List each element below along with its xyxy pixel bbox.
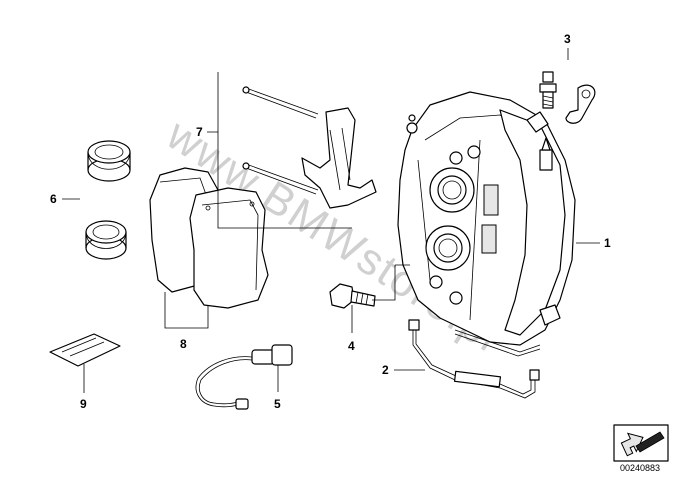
callout-1: 1: [604, 236, 611, 250]
leader-lines: [62, 48, 600, 393]
hex-bolt: [329, 283, 376, 309]
wear-sensor: [195, 344, 293, 410]
callout-8: 8: [180, 337, 187, 351]
callout-7: 7: [196, 125, 203, 139]
reference-box: [613, 424, 669, 462]
callout-2: 2: [382, 363, 389, 377]
brake-pipe: [408, 319, 541, 399]
brake-pads: [149, 167, 269, 309]
callout-5: 5: [274, 397, 281, 411]
guide-pins-and-spring: [242, 86, 377, 209]
brake-caliper: [397, 91, 576, 346]
callout-9: 9: [80, 397, 87, 411]
piston-seals: [85, 140, 131, 260]
grease-packet: [49, 333, 121, 367]
reference-number: 00240883: [620, 463, 661, 473]
callout-6: 6: [50, 192, 57, 206]
callout-4: 4: [348, 339, 355, 353]
bleed-screw: [539, 71, 596, 124]
callout-3: 3: [564, 32, 571, 46]
